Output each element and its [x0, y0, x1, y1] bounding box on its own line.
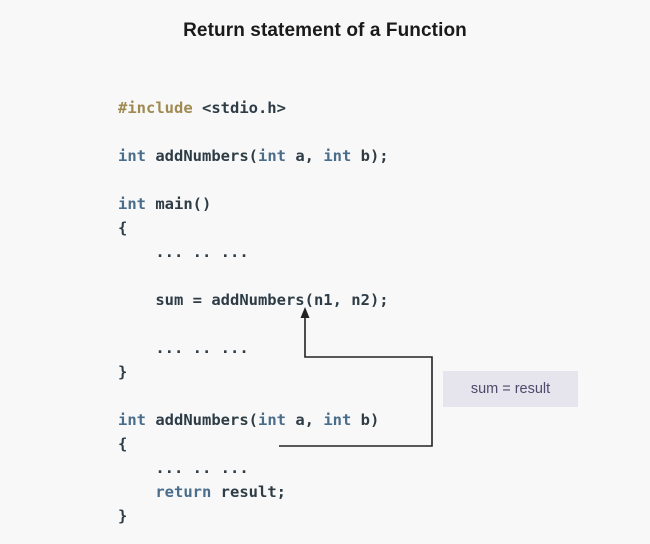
line-main-close: } — [118, 360, 389, 384]
line-blank-4 — [118, 312, 389, 336]
line-blank-1 — [118, 120, 389, 144]
line-return: return result; — [118, 480, 389, 504]
code-token: #include — [118, 99, 193, 117]
code-token: addNumbers( — [146, 147, 258, 165]
line-dots-1: ... .. ... — [118, 240, 389, 264]
code-token: int — [257, 411, 286, 429]
line-blank-2 — [118, 168, 389, 192]
code-token: } — [118, 507, 128, 525]
code-token: int — [118, 195, 146, 213]
code-token: ... .. ... — [118, 339, 249, 357]
code-token: int — [323, 147, 352, 165]
code-token: return — [155, 483, 212, 501]
line-call: sum = addNumbers(n1, n2); — [118, 288, 389, 312]
code-token: main() — [146, 195, 212, 213]
code-token: addNumbers( — [146, 411, 258, 429]
code-token: sum = addNumbers(n1, n2); — [118, 291, 389, 309]
line-include: #include <stdio.h> — [118, 96, 389, 120]
annotation-label-text: sum = result — [470, 381, 551, 397]
code-token: a, — [285, 411, 324, 429]
code-token: ... .. ... — [118, 459, 249, 477]
code-token: { — [118, 219, 128, 237]
annotation-label: sum = result — [443, 371, 578, 407]
code-token — [118, 483, 155, 501]
code-token: b); — [351, 147, 389, 165]
line-dots-2: ... .. ... — [118, 336, 389, 360]
line-prototype: int addNumbers(int a, int b); — [118, 144, 389, 168]
code-token: { — [118, 435, 128, 453]
line-main: int main() — [118, 192, 389, 216]
line-def-close: } — [118, 504, 389, 528]
code-token: int — [118, 147, 146, 165]
code-token: <stdio.h> — [192, 99, 286, 117]
code-token: } — [118, 363, 128, 381]
line-blank-5 — [118, 384, 389, 408]
line-dots-3: ... .. ... — [118, 456, 389, 480]
page-title: Return statement of a Function — [183, 20, 467, 41]
line-def: int addNumbers(int a, int b) — [118, 408, 389, 432]
code-block: #include <stdio.h> int addNumbers(int a,… — [118, 96, 389, 528]
code-token: a, — [285, 147, 324, 165]
code-token: b) — [351, 411, 380, 429]
code-token: result; — [211, 483, 286, 501]
line-blank-3 — [118, 264, 389, 288]
line-def-open: { — [118, 432, 389, 456]
code-token: int — [323, 411, 352, 429]
code-token: ... .. ... — [118, 243, 249, 261]
code-token: int — [118, 411, 146, 429]
line-main-open: { — [118, 216, 389, 240]
code-token: int — [257, 147, 286, 165]
